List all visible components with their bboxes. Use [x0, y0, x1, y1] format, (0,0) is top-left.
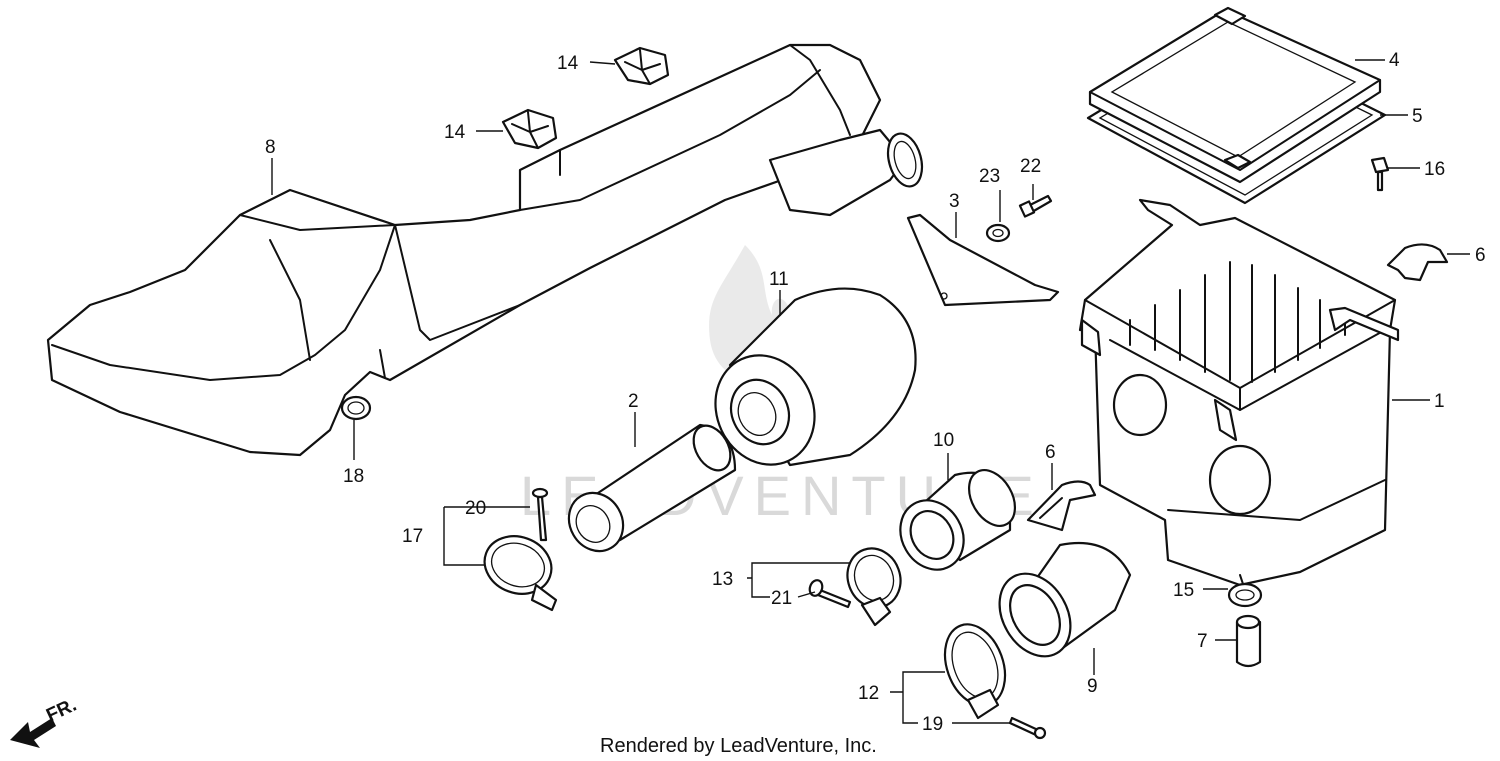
callout-11: 11 — [769, 269, 789, 290]
callout-16: 16 — [1424, 159, 1445, 180]
part-3-bracket — [906, 213, 1060, 307]
callout-10: 10 — [933, 430, 954, 451]
callout-5: 5 — [1412, 106, 1423, 127]
callout-15: 15 — [1173, 580, 1194, 601]
part-4-cover — [1088, 6, 1382, 184]
part-16-bolt — [1370, 156, 1390, 192]
part-8-intake-duct — [46, 43, 924, 457]
part-13-band-clamp — [846, 547, 902, 627]
part-2-mesh-pre-filter — [567, 423, 737, 553]
part-23-washer — [985, 223, 1011, 243]
callout-9: 9 — [1087, 676, 1098, 697]
part-20-screw — [531, 487, 549, 542]
callout-18: 18 — [343, 466, 364, 487]
part-22-bolt — [1018, 194, 1053, 218]
part-19-screw — [1008, 716, 1047, 740]
callout-6-right: 6 — [1475, 245, 1486, 266]
callout-8: 8 — [265, 137, 276, 158]
part-1-air-cleaner-case — [1078, 198, 1400, 591]
callout-19: 19 — [922, 714, 943, 735]
part-14-clip-upper — [613, 46, 670, 86]
callout-14-upper: 14 — [557, 53, 579, 74]
part-6-clip-middle — [1026, 480, 1097, 532]
callout-labels: 1 2 3 4 5 6 6 7 8 9 10 11 12 13 14 14 15… — [265, 50, 1486, 735]
part-9-connecting-tube — [998, 541, 1132, 658]
callout-17: 17 — [402, 526, 423, 547]
part-14-clip-lower — [501, 108, 558, 150]
callout-22: 22 — [1020, 156, 1041, 177]
part-21-screw — [808, 579, 852, 609]
callout-13: 13 — [712, 569, 733, 590]
callout-12: 12 — [858, 683, 879, 704]
callout-4: 4 — [1389, 50, 1400, 71]
render-credit: Rendered by LeadVenture, Inc. — [600, 735, 877, 757]
callout-21: 21 — [771, 588, 792, 609]
front-direction-indicator: FR. — [10, 695, 80, 748]
part-10-intake-tube — [899, 469, 1017, 571]
part-18-grommet — [340, 395, 372, 421]
part-15-hose-clip — [1227, 582, 1263, 608]
callout-3: 3 — [949, 191, 960, 212]
callout-7: 7 — [1197, 631, 1208, 652]
leader-lines — [271, 59, 1470, 724]
callout-20: 20 — [465, 498, 486, 519]
callout-6-middle: 6 — [1045, 442, 1056, 463]
callout-1: 1 — [1434, 391, 1445, 412]
part-17-band-clamp — [483, 535, 558, 612]
part-12-band-clamp — [943, 623, 1007, 720]
front-arrow-icon — [10, 718, 56, 748]
part-7-drain-tube — [1235, 614, 1262, 668]
callout-23: 23 — [979, 166, 1000, 187]
callout-2: 2 — [628, 391, 639, 412]
callout-14-lower: 14 — [444, 122, 466, 143]
part-6-clip-right — [1386, 243, 1449, 282]
part-11-filter-element — [714, 287, 917, 467]
